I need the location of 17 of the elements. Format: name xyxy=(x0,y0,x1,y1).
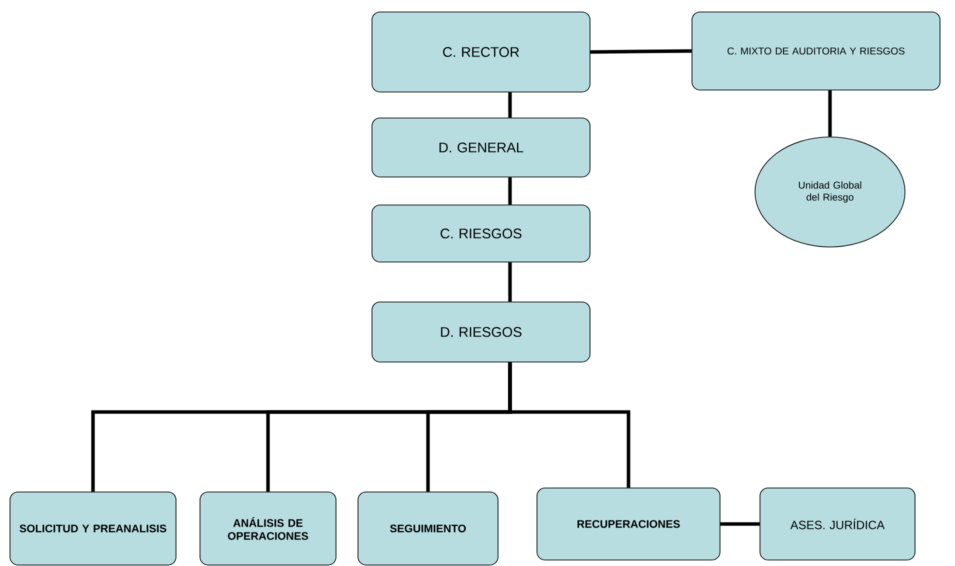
org-box: SOLICITUD Y PREANALISIS xyxy=(10,492,176,566)
connector-line xyxy=(508,362,630,488)
connector-line xyxy=(590,49,692,54)
org-box: D. GENERAL xyxy=(372,118,590,178)
org-box: C. RECTOR xyxy=(372,12,590,92)
connector-line xyxy=(828,90,832,137)
org-box: RECUPERACIONES xyxy=(536,488,720,560)
org-box: ASES. JURÍDICA xyxy=(760,488,916,560)
org-box: ANÁLISIS DE OPERACIONES xyxy=(200,492,336,566)
connector-line xyxy=(720,522,760,526)
connector-line xyxy=(508,92,512,118)
connector-line xyxy=(508,262,512,302)
connector-line xyxy=(508,177,512,205)
org-box: C. RIESGOS xyxy=(372,204,590,262)
org-box: SEGUIMIENTO xyxy=(358,492,498,566)
org-box: C. MIXTO DE AUDITORIA Y RIESGOS xyxy=(692,12,940,90)
org-box: D. RIESGOS xyxy=(372,302,590,362)
